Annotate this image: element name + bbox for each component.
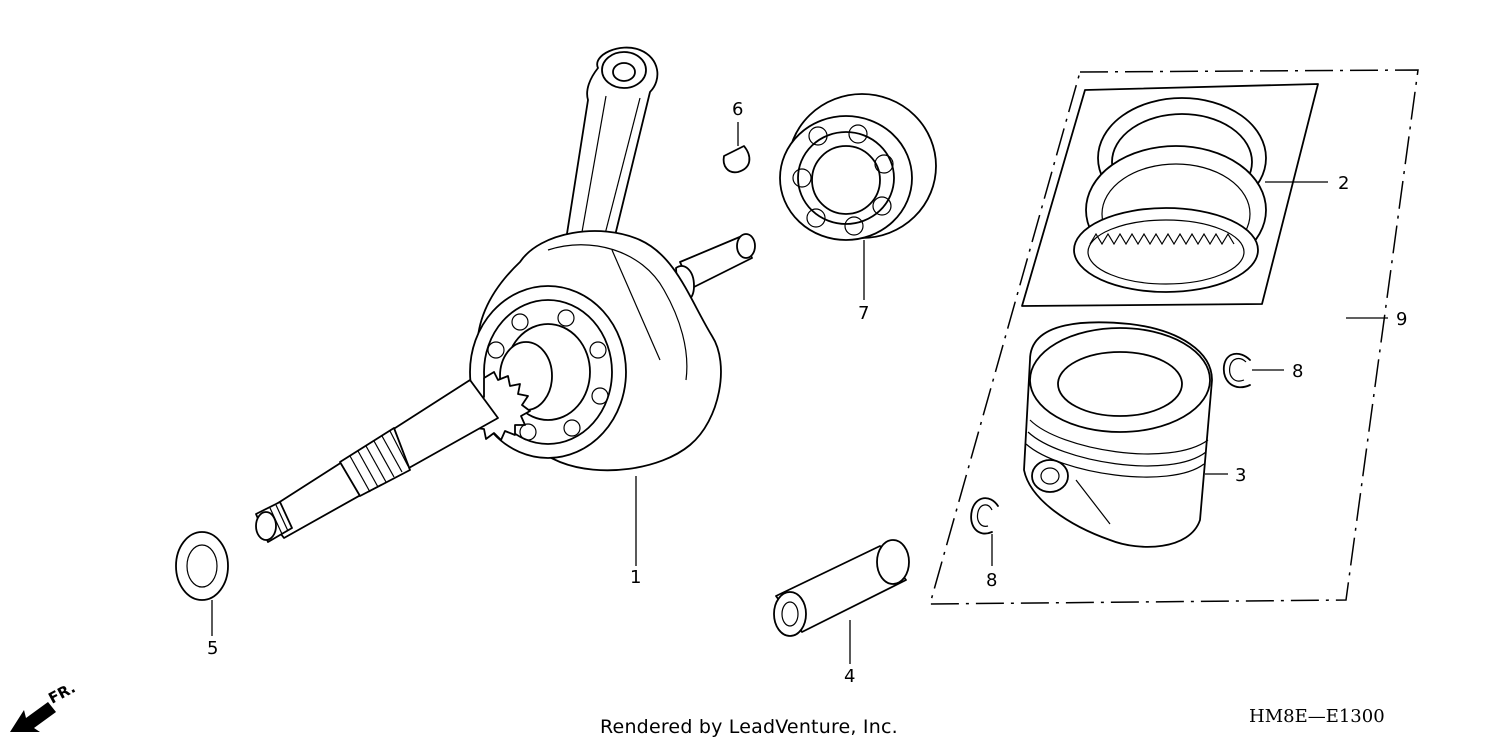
callout-6: 6: [732, 99, 743, 120]
callout-8-lower: 8: [986, 570, 997, 591]
ball-bearing[interactable]: [779, 93, 937, 241]
callout-8-upper: 8: [1292, 361, 1303, 382]
callout-1: 1: [630, 567, 641, 588]
diagram-code: HM8E—E1300: [1249, 706, 1385, 727]
piston-pin-clip-upper[interactable]: [1223, 352, 1251, 389]
woodruff-key[interactable]: [722, 145, 751, 174]
callout-2: 2: [1338, 173, 1349, 194]
piston[interactable]: [1023, 321, 1213, 548]
front-arrow-icon: [10, 702, 56, 732]
piston-pin-clip-lower[interactable]: [970, 497, 999, 535]
callout-4: 4: [844, 666, 855, 687]
callout-7: 7: [858, 303, 869, 324]
front-direction-indicator: FR.: [10, 679, 78, 732]
piston-ring-set[interactable]: [1021, 83, 1319, 307]
callout-9: 9: [1396, 309, 1407, 330]
front-label: FR.: [45, 679, 78, 708]
thrust-washer[interactable]: [175, 531, 229, 601]
leader-lines: [211, 122, 1388, 664]
crankshaft-assembly[interactable]: [255, 46, 756, 543]
piston-pin[interactable]: [773, 539, 910, 637]
piston-kit-outline: [929, 69, 1419, 605]
footer-credit: Rendered by LeadVenture, Inc.: [600, 716, 898, 738]
callout-5: 5: [207, 638, 218, 659]
callout-3: 3: [1235, 465, 1246, 486]
